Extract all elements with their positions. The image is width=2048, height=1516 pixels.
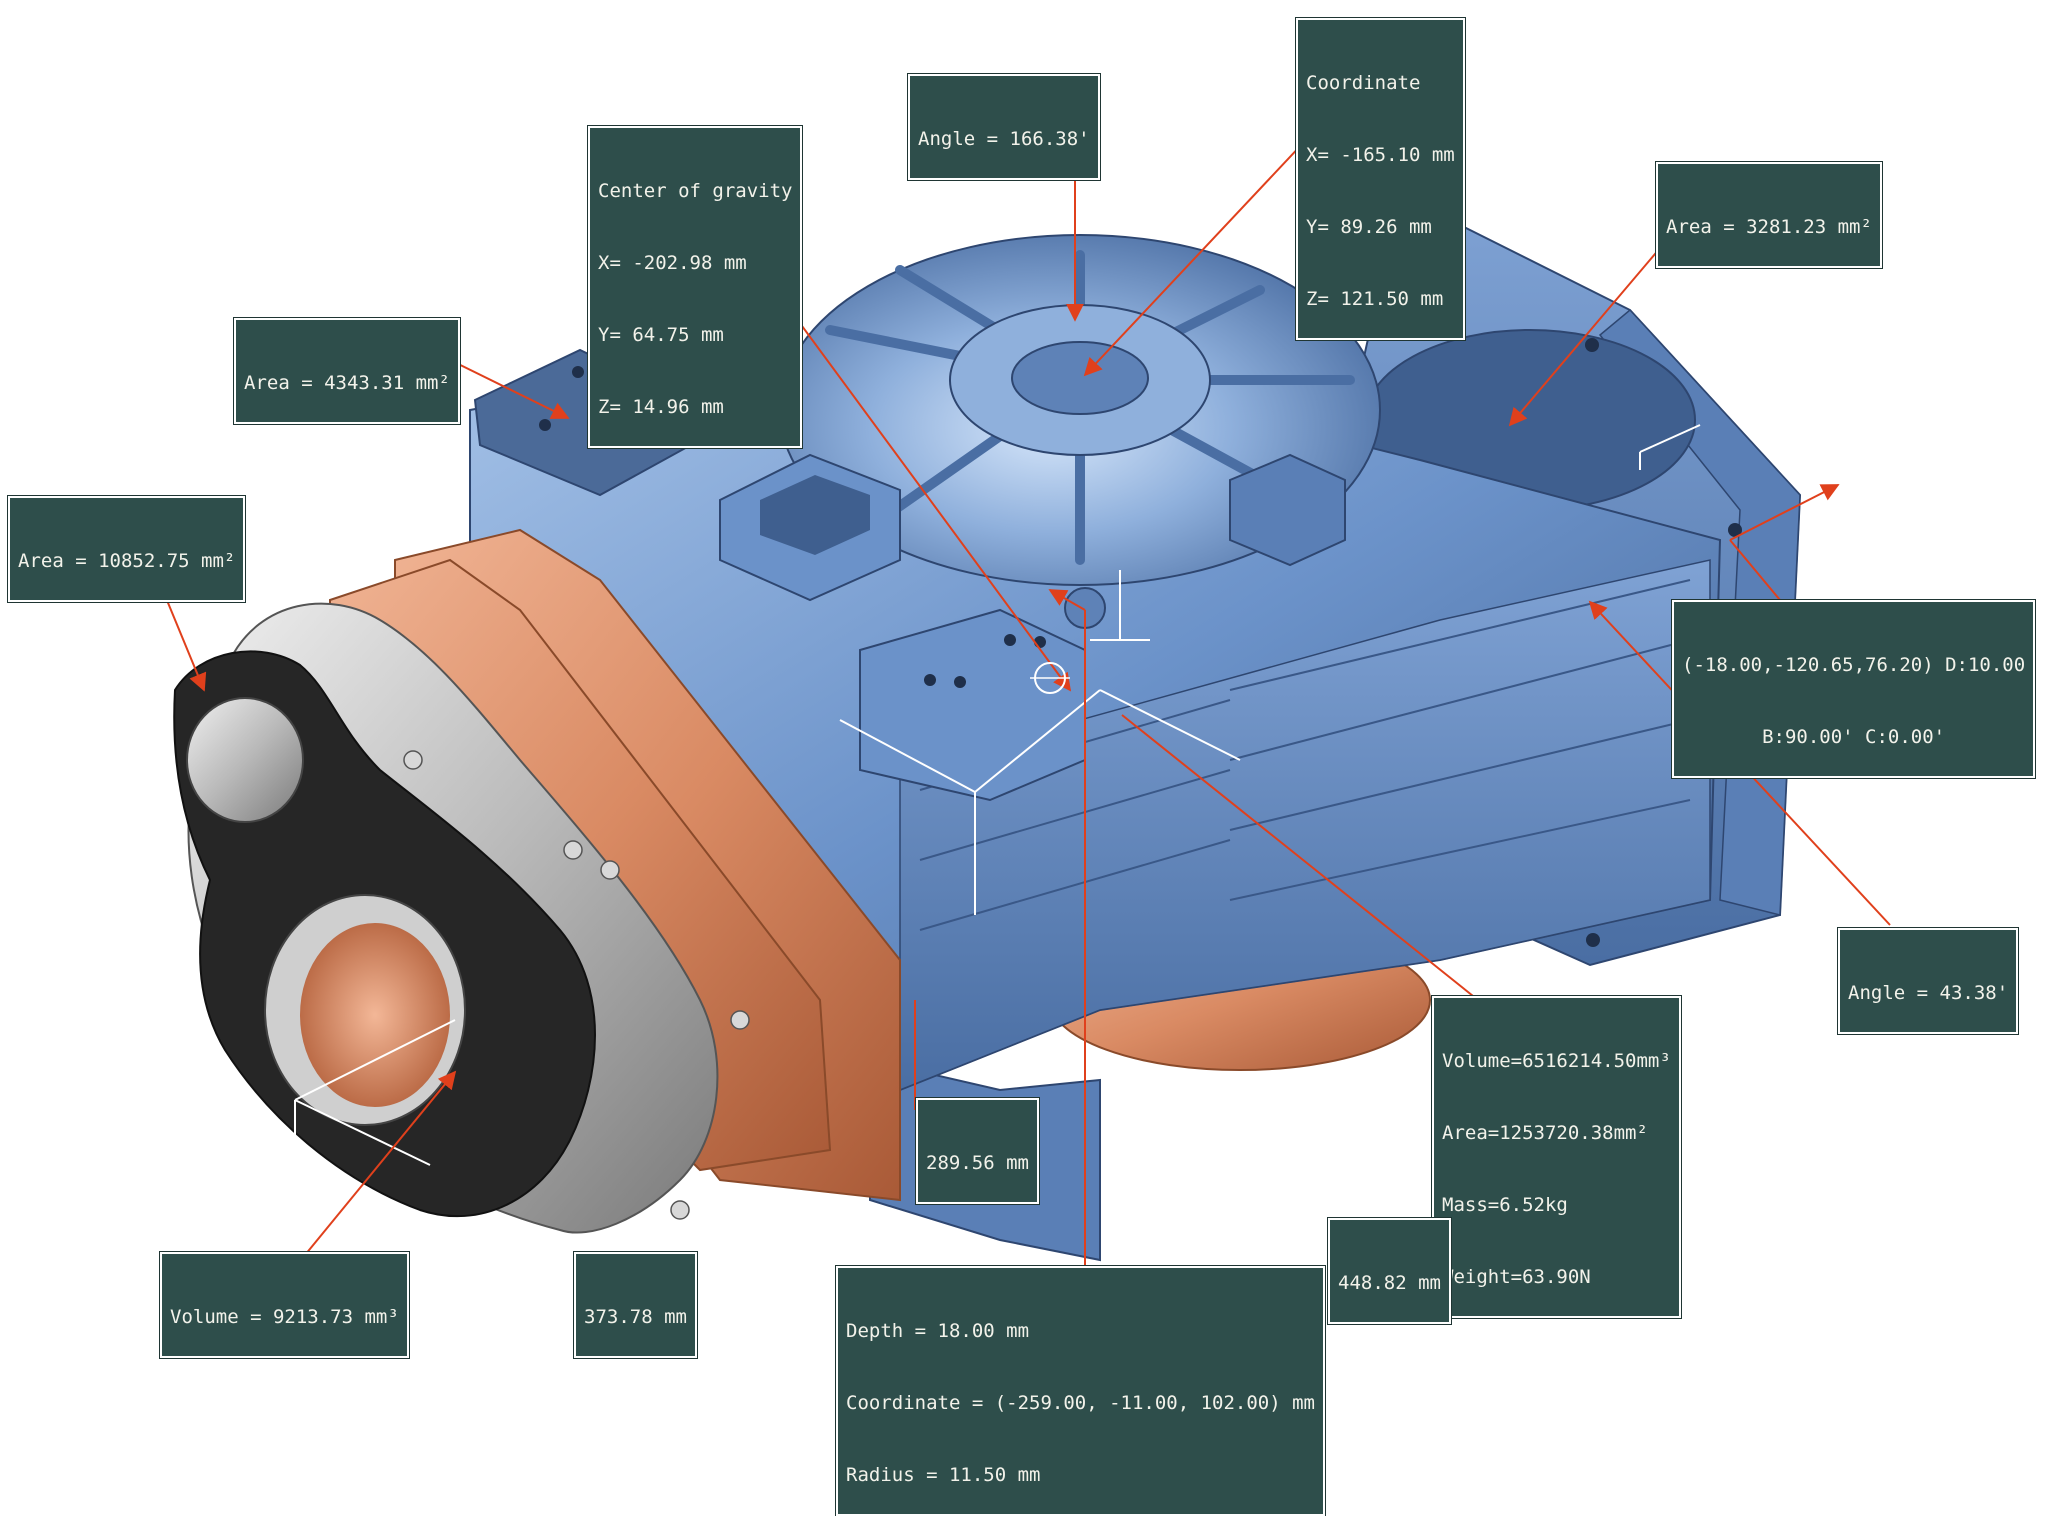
leader-depth-hole: [1048, 589, 1086, 611]
leader-hole-normal: [1729, 484, 1840, 541]
annotation-line: Coordinate = (-259.00, -11.00, 102.00) m…: [846, 1392, 1315, 1414]
right-port-box: [1229, 453, 1346, 567]
block-bolt-hole: [1004, 634, 1016, 646]
annotation-line: B:90.00' C:0.00': [1762, 726, 1946, 748]
annotation-line: Angle = 43.38': [1848, 982, 2009, 1004]
annotation-line: Z= 121.50 mm: [1306, 288, 1444, 310]
block-bolt-hole: [924, 674, 936, 686]
cover-bolt: [563, 840, 583, 860]
construction-lines: [294, 424, 1701, 1166]
annotation-line: Angle = 166.38': [918, 128, 1090, 150]
annotation-line: Radius = 11.50 mm: [846, 1464, 1041, 1486]
dome-hub-bore[interactable]: [1011, 341, 1149, 415]
annotation-line: Y= 89.26 mm: [1306, 216, 1432, 238]
annotation-line: X= -202.98 mm: [598, 252, 747, 274]
annotation-line: Area = 4343.31 mm²: [244, 372, 450, 394]
pad-bolt-hole: [572, 366, 584, 378]
cover-bolt: [403, 750, 423, 770]
annotation-line: 289.56 mm: [926, 1152, 1029, 1174]
annotation-area-top-pad[interactable]: Area = 4343.31 mm²: [233, 317, 461, 425]
annotation-line: Area=1253720.38mm²: [1442, 1122, 1648, 1144]
annotation-line: 373.78 mm: [584, 1306, 687, 1328]
pad-bolt-hole: [539, 419, 551, 431]
annotation-line: Depth = 18.00 mm: [846, 1320, 1030, 1342]
annotation-area-front-gasket[interactable]: Area = 10852.75 mm²: [6, 495, 247, 603]
annotation-line: Center of gravity: [598, 180, 793, 202]
annotation-mass-properties[interactable]: Volume=6516214.50mm³ Area=1253720.38mm² …: [1431, 995, 1682, 1319]
housing-side-face: [899, 559, 1711, 1092]
annotation-line: Volume=6516214.50mm³: [1442, 1050, 1671, 1072]
front-plug-cap[interactable]: [186, 697, 304, 823]
leader-coordinate: [1083, 124, 1321, 377]
annotation-area-right-flange[interactable]: Area = 3281.23 mm²: [1655, 161, 1883, 269]
front-bore-inner: [300, 923, 450, 1107]
annotation-line: Weight=63.90N: [1442, 1266, 1591, 1288]
annotation-line: X= -165.10 mm: [1306, 144, 1455, 166]
flange-bolt-hole: [1728, 523, 1742, 537]
housing-ribs: [919, 579, 1691, 931]
annotation-line: Mass=6.52kg: [1442, 1194, 1568, 1216]
flange-bolt-hole: [1585, 338, 1599, 352]
annotation-line: Z= 14.96 mm: [598, 396, 724, 418]
annotation-coordinate[interactable]: Coordinate X= -165.10 mm Y= 89.26 mm Z= …: [1295, 17, 1466, 341]
leader-hole-feature: [1729, 539, 1781, 601]
annotation-line: 448.82 mm: [1338, 1272, 1441, 1294]
block-bolt-hole: [954, 676, 966, 688]
annotation-line: Area = 3281.23 mm²: [1666, 216, 1872, 238]
leader-mass-properties: [1121, 714, 1479, 1001]
leader-volume-front: [304, 1070, 457, 1256]
annotation-center-of-gravity[interactable]: Center of gravity X= -202.98 mm Y= 64.75…: [586, 125, 804, 449]
annotation-line: Y= 64.75 mm: [598, 324, 724, 346]
annotation-hole-feature[interactable]: (-18.00,-120.65,76.20) D:10.00 B:90.00' …: [1670, 599, 2037, 779]
annotation-angle-right[interactable]: Angle = 43.38': [1836, 927, 2020, 1035]
flange-bolt-hole: [1586, 933, 1600, 947]
annotation-dim-length[interactable]: 373.78 mm: [573, 1251, 698, 1359]
annotation-line: (-18.00,-120.65,76.20) D:10.00: [1682, 654, 2026, 676]
annotation-depth-info[interactable]: Depth = 18.00 mm Coordinate = (-259.00, …: [835, 1265, 1326, 1516]
cover-bolt: [670, 1200, 690, 1220]
annotation-line: Area = 10852.75 mm²: [18, 550, 236, 572]
annotation-dim-width[interactable]: 448.82 mm: [1327, 1217, 1452, 1325]
annotation-line: Volume = 9213.73 mm³: [170, 1306, 399, 1328]
top-port-opening: [760, 475, 870, 555]
cover-bolt: [600, 860, 620, 880]
annotation-volume-front[interactable]: Volume = 9213.73 mm³: [159, 1251, 410, 1359]
annotation-angle-top[interactable]: Angle = 166.38': [907, 73, 1101, 181]
leader-area-top-pad: [439, 354, 570, 419]
annotation-dim-height[interactable]: 289.56 mm: [915, 1097, 1040, 1205]
cover-bolt: [730, 1010, 750, 1030]
annotation-line: Coordinate: [1306, 72, 1421, 94]
